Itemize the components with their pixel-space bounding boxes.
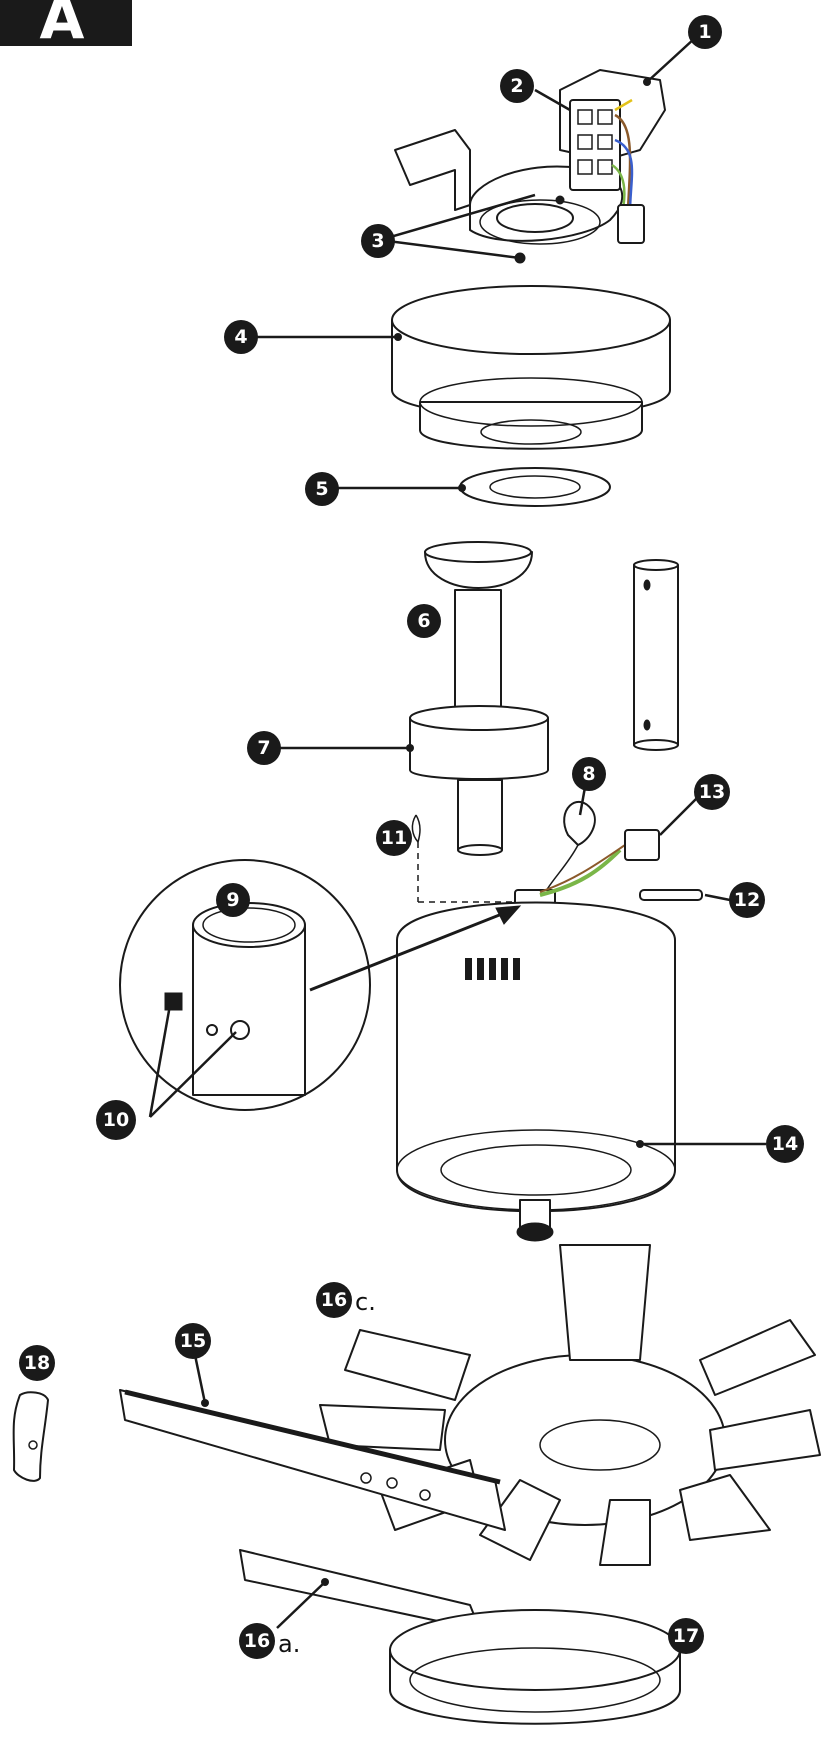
callout-2: 2 [500, 69, 534, 103]
callout-18: 18 [19, 1345, 55, 1381]
blade-bracket-plate [319, 1244, 821, 1566]
svg-text:4: 4 [234, 326, 247, 348]
blade-clip [12, 1391, 49, 1482]
canopy [391, 285, 671, 450]
svg-text:3: 3 [371, 230, 384, 252]
callout-16a-suffix: a. [278, 1630, 300, 1658]
svg-text:7: 7 [257, 737, 270, 759]
callout-11: 11 [376, 820, 412, 856]
svg-text:16: 16 [321, 1289, 347, 1311]
svg-text:15: 15 [180, 1330, 206, 1352]
figure-letter: A [40, 0, 85, 52]
callout-13: 13 [694, 774, 730, 810]
figure-letter-badge: A [0, 0, 132, 52]
svg-text:13: 13 [699, 781, 725, 803]
callout-7: 7 [247, 731, 281, 765]
detail-inset [119, 859, 522, 1111]
leader-lines [148, 37, 766, 1629]
callout-16c-suffix: c. [355, 1288, 376, 1316]
svg-text:1: 1 [698, 21, 711, 43]
svg-text:12: 12 [734, 889, 760, 911]
callout-6: 6 [407, 604, 441, 638]
svg-text:8: 8 [582, 763, 595, 785]
callout-9: 9 [216, 883, 250, 917]
callout-3: 3 [361, 224, 395, 258]
downrod-assembly [409, 541, 549, 856]
fan-blade [119, 1389, 506, 1531]
svg-text:5: 5 [315, 478, 328, 500]
svg-text:9: 9 [226, 889, 239, 911]
motor-housing [396, 901, 676, 1242]
callout-16c: 16 [316, 1282, 352, 1318]
spare-downrod [633, 559, 679, 751]
callout-5: 5 [305, 472, 339, 506]
callout-16a: 16 [239, 1623, 275, 1659]
svg-text:18: 18 [24, 1352, 50, 1374]
callout-15: 15 [175, 1323, 211, 1359]
callout-14: 14 [766, 1125, 804, 1163]
svg-text:14: 14 [772, 1133, 798, 1155]
svg-text:6: 6 [417, 610, 430, 632]
svg-text:17: 17 [673, 1625, 699, 1647]
motor-top-hardware [411, 800, 703, 909]
light-cover [389, 1609, 681, 1725]
callout-4: 4 [224, 320, 258, 354]
callout-17: 17 [668, 1618, 704, 1654]
callout-12: 12 [729, 882, 765, 918]
callout-10: 10 [96, 1100, 136, 1140]
svg-text:16: 16 [244, 1630, 270, 1652]
svg-text:10: 10 [103, 1109, 129, 1131]
svg-text:2: 2 [510, 75, 523, 97]
leader-dots [201, 78, 651, 1586]
mounting-bracket [394, 69, 666, 264]
callout-8: 8 [572, 757, 606, 791]
canopy-ring [459, 467, 611, 507]
svg-text:11: 11 [381, 827, 407, 849]
callout-1: 1 [688, 15, 722, 49]
